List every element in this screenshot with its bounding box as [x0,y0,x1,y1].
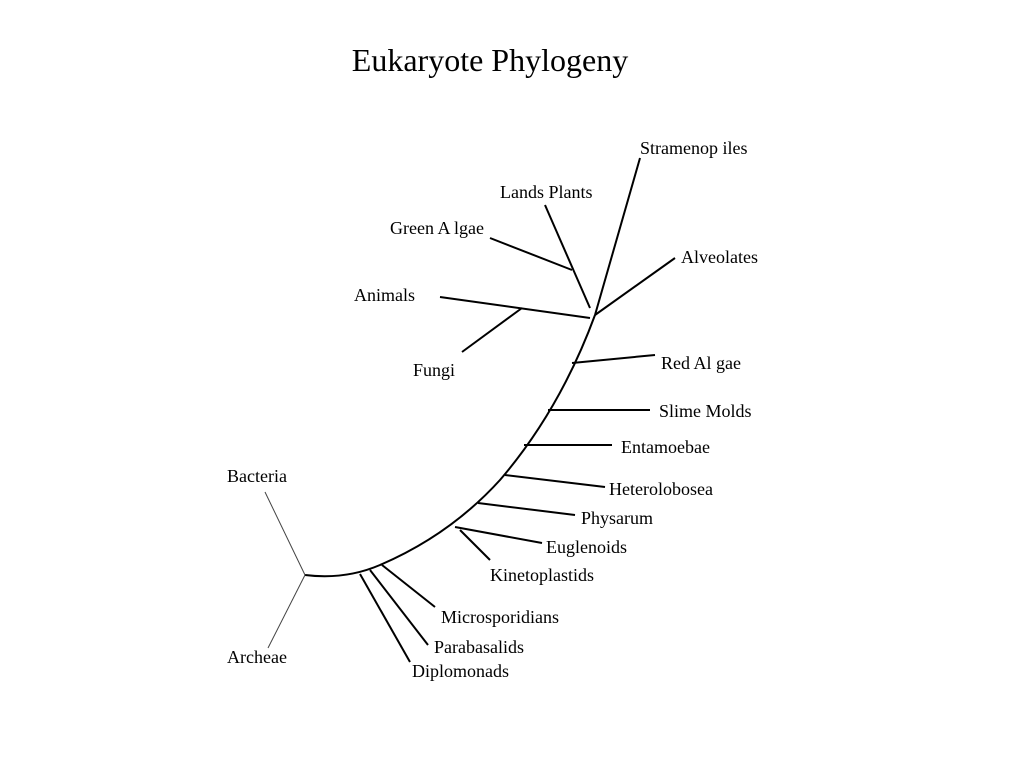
label-red-algae: Red Al gae [661,353,741,373]
label-diplomonads: Diplomonads [412,661,509,681]
label-physarum: Physarum [581,508,653,528]
label-green-algae: Green A lgae [390,218,484,238]
label-kinetoplastids: Kinetoplastids [490,565,594,585]
branch-stramenopiles [594,157,641,316]
branch-diplomonads [359,573,411,663]
label-stramenopiles: Stramenop iles [640,138,747,158]
diagram-title: Eukaryote Phylogeny [351,42,629,78]
branch-archeae [267,574,306,649]
label-entamoebae: Entamoebae [621,437,710,457]
branch-physarum [477,502,576,516]
label-alveolates: Alveolates [681,247,758,267]
label-bacteria: Bacteria [227,466,287,486]
eukaryote-backbone [304,314,596,578]
branch-green-algae [489,237,573,271]
branch-heterolobosea [504,474,606,488]
label-animals: Animals [354,285,415,305]
label-slime-molds: Slime Molds [659,401,752,421]
branch-microsporidians [381,564,436,608]
branch-alveolates [594,257,676,316]
label-microsporidians: Microsporidians [441,607,559,627]
label-heterolobosea: Heterolobosea [609,479,713,499]
branch-euglenoids [454,526,543,544]
branch-kinetoplastids [459,529,491,561]
branch-parabasalids [369,569,429,646]
label-euglenoids: Euglenoids [546,537,627,557]
label-land-plants: Lands Plants [500,182,593,202]
branch-fungi [461,307,523,353]
branch-land-plants [544,204,591,309]
branch-animals [439,296,591,319]
label-parabasalids: Parabasalids [434,637,524,657]
label-fungi: Fungi [413,360,455,380]
label-archeae: Archeae [227,647,287,667]
branch-bacteria [264,491,306,576]
branch-red-algae [571,354,656,364]
